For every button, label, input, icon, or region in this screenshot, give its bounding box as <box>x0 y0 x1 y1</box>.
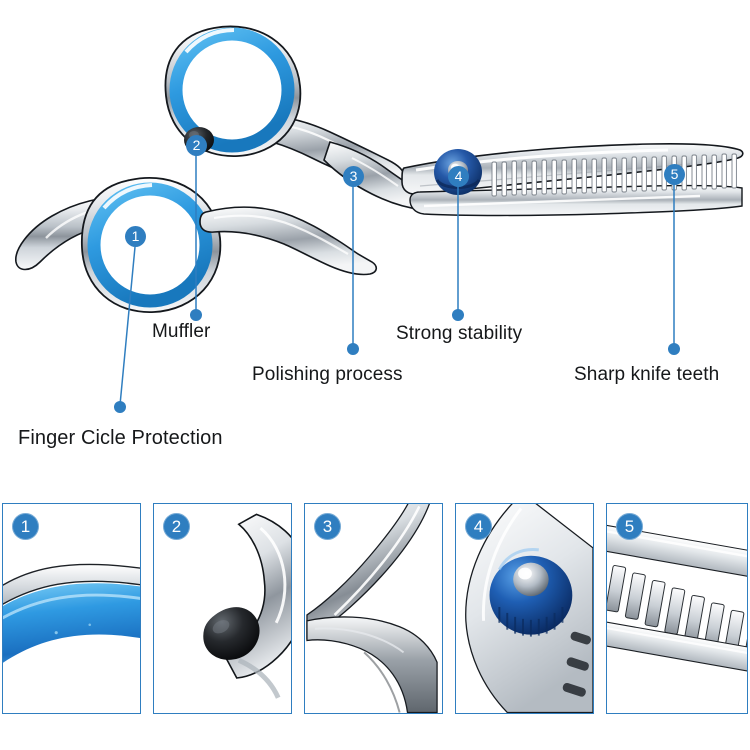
callout-label-strong-stability: Strong stability <box>396 323 523 344</box>
detail-panel-badge-2: 2 <box>163 513 190 540</box>
scissors-illustration <box>15 25 744 413</box>
callout-label-polishing-process: Polishing process <box>252 364 403 385</box>
detail-panel-badge-3: 3 <box>314 513 341 540</box>
detail-art-muffler-bumper <box>154 504 291 713</box>
detail-panel-row: 1 <box>0 503 750 718</box>
upper-finger-ring <box>164 25 302 157</box>
callout-leader-dots <box>114 309 680 413</box>
detail-panel-badge-4: 4 <box>465 513 492 540</box>
screw-knob <box>489 548 573 637</box>
hero-badge-1[interactable]: 1 <box>125 226 146 247</box>
detail-art-finger-ring-insert <box>3 504 140 713</box>
callout-leader-lines <box>119 146 675 406</box>
lower-toothed-blade <box>409 153 743 217</box>
blade-teeth <box>491 153 737 197</box>
detail-panel-5[interactable]: 5 <box>606 503 748 714</box>
lower-handle-arm <box>199 206 378 276</box>
hero-product-area: 1 2 3 4 5 Finger Cicle Protection Muffle… <box>15 25 744 449</box>
detail-panel-4[interactable]: 4 <box>455 503 594 714</box>
detail-art-tension-screw <box>456 504 593 713</box>
detail-panel-2[interactable]: 2 <box>153 503 292 714</box>
hero-badge-2[interactable]: 2 <box>186 135 207 156</box>
detail-panel-1[interactable]: 1 <box>2 503 141 714</box>
detail-panel-3[interactable]: 3 <box>304 503 443 714</box>
hero-badge-4[interactable]: 4 <box>448 166 469 187</box>
detail-panel-badge-1: 1 <box>12 513 39 540</box>
hero-badge-3[interactable]: 3 <box>343 166 364 187</box>
detail-art-polished-joint <box>305 504 442 713</box>
callout-label-sharp-knife-teeth: Sharp knife teeth <box>574 364 720 385</box>
hero-badge-5[interactable]: 5 <box>664 164 685 185</box>
callout-label-finger-cicle-protection: Finger Cicle Protection <box>18 427 223 449</box>
blade-slots <box>562 631 591 697</box>
lower-finger-ring <box>81 177 222 313</box>
panel-teeth <box>607 565 747 665</box>
callout-label-muffler: Muffler <box>152 321 211 342</box>
detail-panel-badge-5: 5 <box>616 513 643 540</box>
